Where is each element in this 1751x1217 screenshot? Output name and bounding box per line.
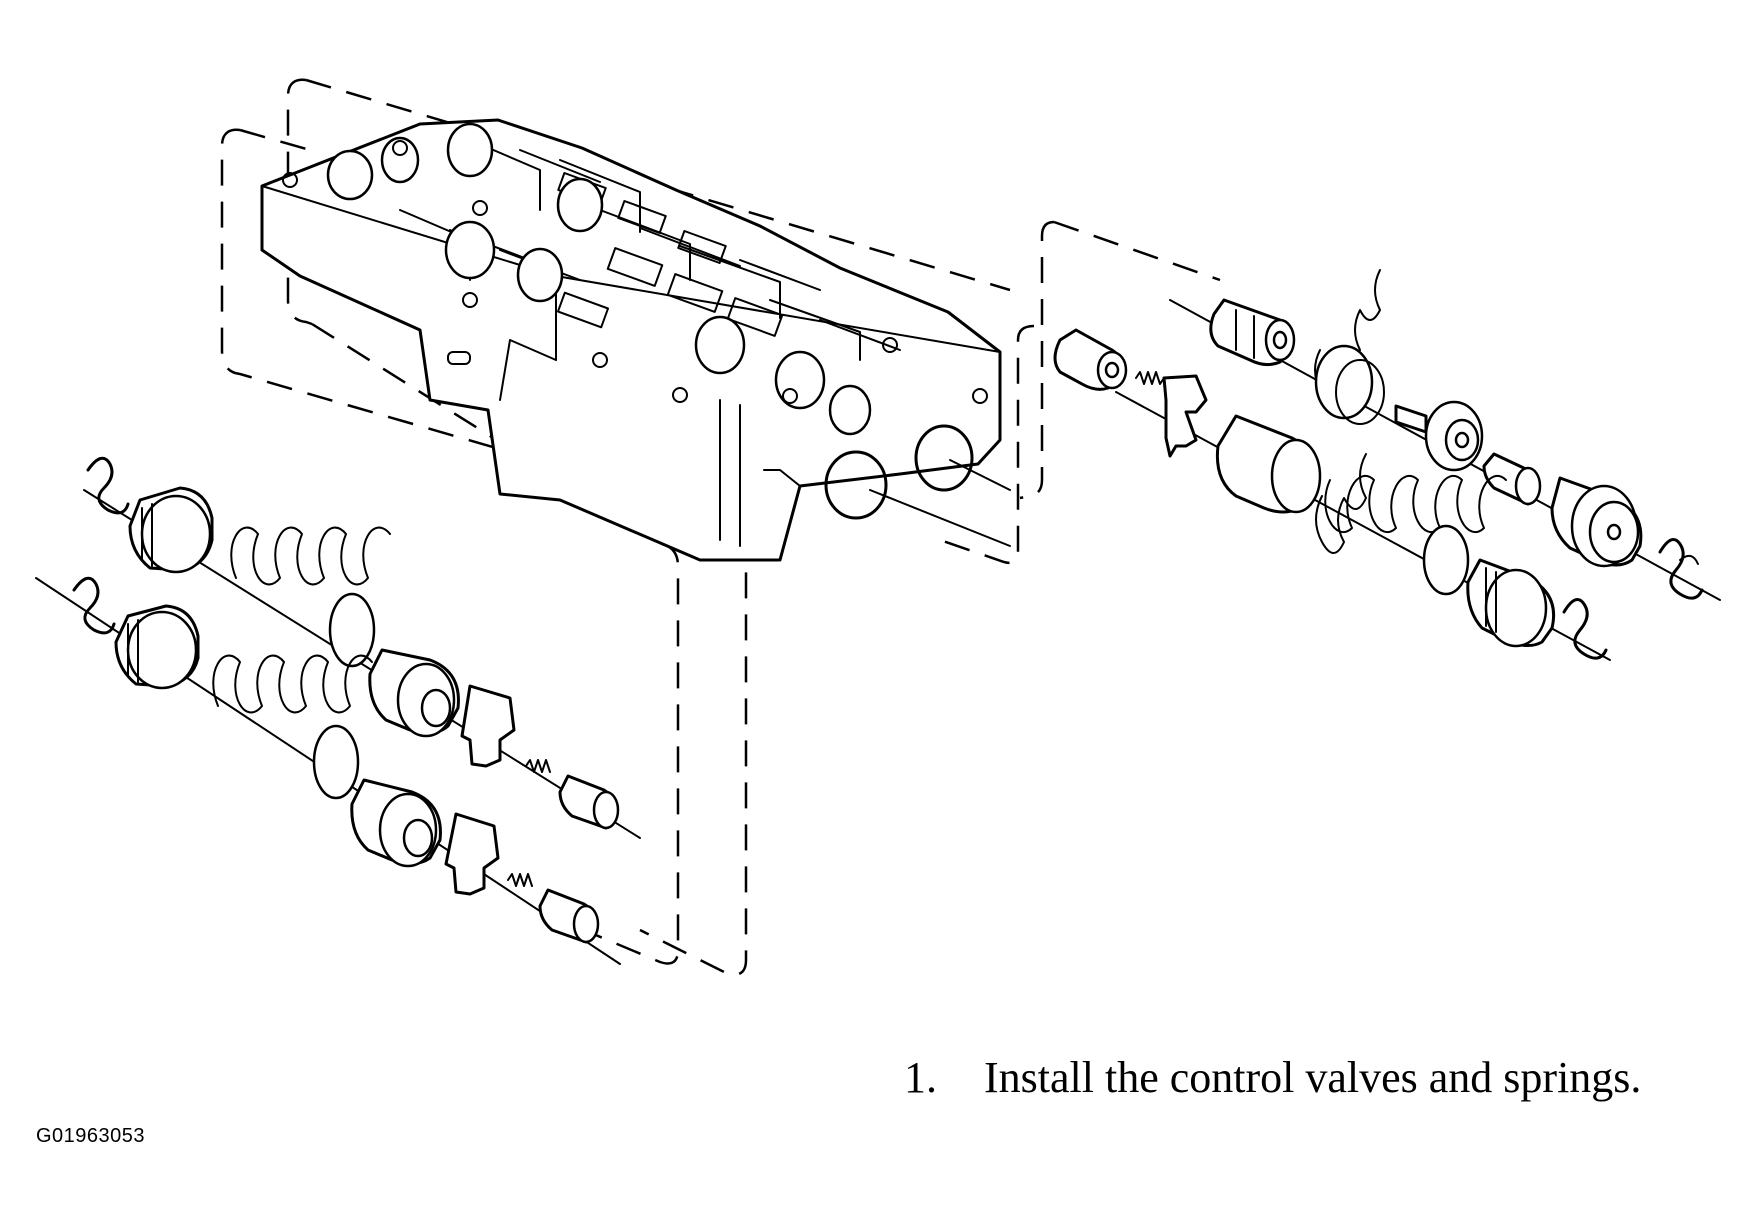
instruction-step-text: Install the control valves and springs. bbox=[984, 1053, 1642, 1102]
right-upper-valve-train bbox=[1053, 269, 1704, 600]
figure-id: G01963053 bbox=[36, 1125, 146, 1147]
left-lower-valve-train bbox=[72, 576, 600, 944]
valve-body-casting bbox=[260, 118, 1002, 562]
left-upper-valve-train bbox=[86, 456, 620, 830]
right-lower-valve-train bbox=[1215, 414, 1608, 660]
instruction-step-number: 1. bbox=[904, 1053, 937, 1102]
instruction-step: 1. Install the control valves and springs… bbox=[904, 1052, 1641, 1104]
